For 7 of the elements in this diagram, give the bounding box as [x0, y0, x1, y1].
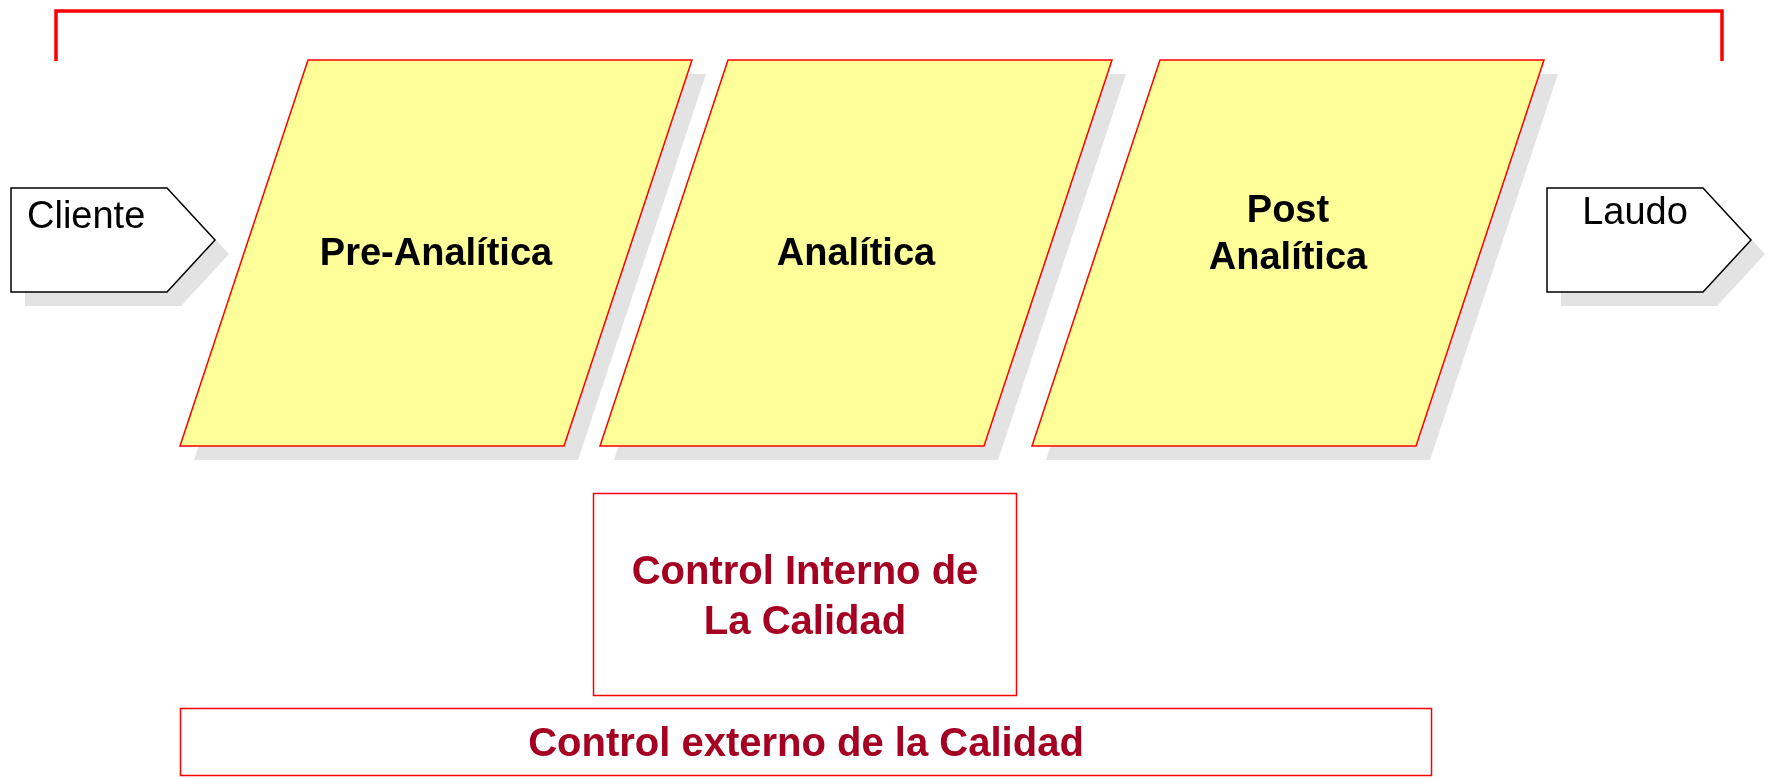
node-label: Cliente: [27, 193, 146, 238]
node-label: Control externo de la Calidad: [528, 719, 1084, 766]
node-label: Analítica: [776, 230, 936, 276]
node-label: Post Analítica: [1207, 186, 1369, 279]
node-label: Laudo: [1582, 189, 1688, 234]
node-label: Control Interno de La Calidad: [630, 546, 980, 644]
node-label: Pre-Analítica: [319, 230, 553, 276]
